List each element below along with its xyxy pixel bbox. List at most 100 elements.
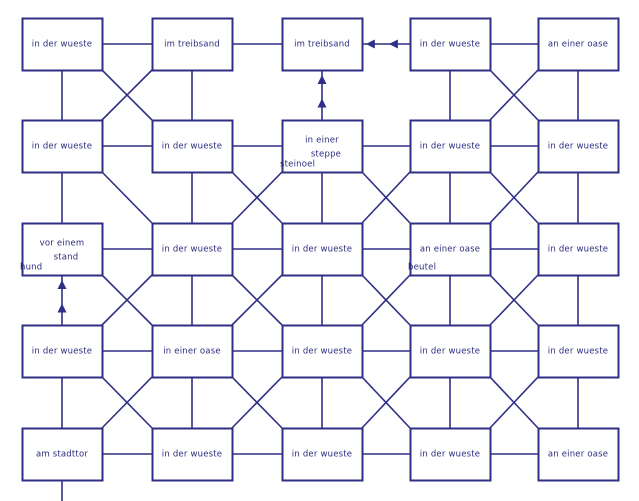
state-node[interactable]: vor einem stand hund [20,222,104,277]
state-node-box[interactable] [409,222,492,277]
state-node-box[interactable] [281,427,364,482]
state-node[interactable]: an einer oase [537,17,620,72]
state-node-item-label: beutel [408,263,436,273]
state-node[interactable]: an einer oase beutel [408,222,492,277]
connector-diagonal-down-left [489,274,539,326]
state-node-box[interactable] [281,119,364,174]
connector-diagonal-down-right [101,171,153,224]
state-node-box[interactable] [151,17,234,72]
state-node[interactable]: an einer oase [537,427,620,482]
state-node-box[interactable] [281,17,364,72]
connector-diagonal-down-left [361,171,411,224]
state-node-box[interactable] [409,324,492,379]
state-node-label-second-line: steppe [311,150,341,160]
state-node[interactable]: in der wueste [409,119,492,174]
link-layer [61,43,579,501]
state-node-box[interactable] [537,324,620,379]
state-node-label: in der wueste [420,142,480,152]
arrowhead-up-icon [57,280,67,289]
state-node-box[interactable] [409,119,492,174]
arrow-layer [57,39,398,313]
state-node-label: in der wueste [548,142,608,152]
connector-diagonal-down-left [231,171,283,224]
state-node-label: in der wueste [548,245,608,255]
state-node[interactable]: im treibsand [281,17,364,72]
arrowhead-up-icon [317,98,327,108]
state-node[interactable]: im treibsand [151,17,234,72]
state-node[interactable]: in der wueste [537,119,620,174]
state-node-box[interactable] [151,324,234,379]
arrowhead-left-icon [388,39,398,49]
state-node-label: vor einem [40,239,85,249]
connector-diagonal-down-left [489,376,539,429]
state-node[interactable]: in der wueste [21,324,104,379]
state-node-label: in der wueste [420,40,480,50]
state-node-label: in der wueste [32,142,92,152]
state-node[interactable]: in der wueste [151,427,234,482]
connector-diagonal-down-left [101,274,153,326]
state-node-box[interactable] [151,119,234,174]
connector-diagonal-down-left [489,171,539,224]
node-layer: in der wueste im treibsand im treibsand in … [20,17,620,482]
state-node-item-label: hund [20,263,42,273]
state-node[interactable]: in der wueste [537,324,620,379]
state-node[interactable]: in der wueste [281,427,364,482]
state-node[interactable]: in der wueste [151,222,234,277]
state-node-box[interactable] [537,17,620,72]
state-node[interactable]: in der wueste [281,222,364,277]
state-node-label: in einer [305,136,339,146]
state-node-label: in der wueste [548,347,608,357]
state-node-box[interactable] [537,222,620,277]
state-node-label: in der wueste [420,347,480,357]
state-node[interactable]: in der wueste [409,17,492,72]
state-node[interactable]: in der wueste [537,222,620,277]
state-node[interactable]: in der wueste [21,119,104,174]
state-node-label: in der wueste [32,40,92,50]
state-node-label: in der wueste [162,245,222,255]
arrowhead-left-icon [365,39,375,49]
state-node-label: an einer oase [548,450,608,460]
state-node-box[interactable] [281,324,364,379]
state-node[interactable]: in der wueste [21,17,104,72]
arrowhead-up-icon [57,303,67,313]
state-node-label: am stadttor [36,450,88,460]
state-node-label: in der wueste [292,245,352,255]
state-node-box[interactable] [21,222,104,277]
state-node[interactable]: in der wueste [409,427,492,482]
state-node[interactable]: in der wueste [409,324,492,379]
state-node-label: an einer oase [420,245,480,255]
state-node[interactable]: in der wueste [281,324,364,379]
state-node-box[interactable] [21,427,104,482]
state-node-box[interactable] [409,17,492,72]
connector-diagonal-down-left [361,274,411,326]
state-node[interactable]: in der wueste [151,119,234,174]
connector-diagonal-down-left [231,274,283,326]
state-node-label: in einer oase [163,347,221,357]
state-node-label-second-line: stand [54,253,79,263]
state-node-item-label: steinoel [280,160,315,170]
state-node-box[interactable] [151,222,234,277]
state-node-label: an einer oase [548,40,608,50]
state-node[interactable]: am stadttor [21,427,104,482]
state-node-label: im treibsand [164,40,220,50]
state-node-label: in der wueste [32,347,92,357]
state-node-label: in der wueste [162,450,222,460]
state-node-box[interactable] [409,427,492,482]
state-node[interactable]: in einer oase [151,324,234,379]
state-node-label: in der wueste [420,450,480,460]
state-node-box[interactable] [21,17,104,72]
state-node-box[interactable] [537,427,620,482]
connector-diagonal-down-left [101,376,153,429]
connector-diagonal-down-left [489,69,539,121]
state-node-box[interactable] [21,119,104,174]
state-node-box[interactable] [21,324,104,379]
arrowhead-up-icon [317,75,327,84]
state-node-box[interactable] [537,119,620,174]
state-node-box[interactable] [281,222,364,277]
state-node-label: in der wueste [292,347,352,357]
state-node-box[interactable] [151,427,234,482]
connector-diagonal-down-left [231,376,283,429]
